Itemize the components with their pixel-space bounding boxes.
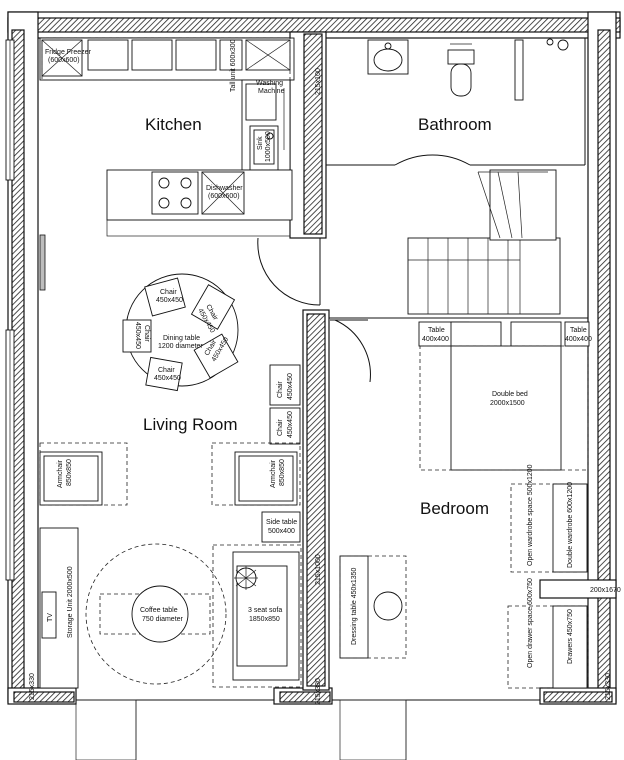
dim-215x330-left: 215x330 (29, 673, 36, 700)
dishwasher-size: (600x600) (208, 193, 240, 200)
dim-215x330-right: 215x330 (605, 673, 612, 700)
coffee-table-label: Coffee table (140, 607, 178, 614)
drawers-label: Drawers 450x750 (567, 609, 574, 664)
armchair-right-size: 850x850 (279, 459, 286, 486)
left-windows (5, 39, 46, 581)
dim-215x100: 215x100 (315, 68, 322, 95)
chair-top-size: 450x450 (156, 297, 183, 304)
table-right-size: 400x400 (565, 336, 592, 343)
open-drawer-label: Open drawer space 600x750 (527, 578, 534, 668)
dining-table-size: 1200 diameter (158, 343, 203, 350)
tv-label: TV (47, 613, 54, 622)
dressing-table-label: Dressing table 450x1350 (351, 567, 358, 645)
dining-set (122, 273, 239, 392)
chair-wall-1-label: Chair (277, 381, 284, 398)
sink-label: Sink (257, 136, 264, 150)
table-left-label: Table (428, 327, 445, 334)
storage-and-tv (39, 527, 79, 689)
washing-machine-label-2: Machine (258, 88, 285, 95)
double-bed-label: Double bed (492, 391, 528, 398)
fridge-freezer-label: Fridge Freezer (45, 49, 92, 56)
armchair-right-label: Armchair (270, 459, 277, 488)
chair-left-size: 450x450 (134, 322, 141, 349)
table-left-size: 400x400 (422, 336, 449, 343)
chair-top-label: Chair (160, 289, 177, 296)
table-right-label: Table (570, 327, 587, 334)
armchair-left-label: Armchair (57, 459, 64, 488)
bottom-openings (75, 699, 407, 760)
bathroom-label: Bathroom (418, 115, 492, 134)
dishwasher-label: Dishwasher (206, 185, 243, 192)
open-wardrobe-label: Open wardrobe space 500x1200 (527, 464, 534, 566)
kitchen-door (257, 237, 321, 306)
chair-wall-2-label: Chair (277, 419, 284, 436)
living-room-label: Living Room (143, 415, 238, 434)
side-table (261, 511, 301, 543)
side-table-label: Side table (266, 519, 297, 526)
chair-left-label: Chair (143, 325, 150, 342)
sofa-label: 3 seat sofa (248, 607, 282, 614)
sofa (212, 544, 302, 688)
storage-unit-label: Storage Unit 2000x500 (67, 566, 74, 638)
chair-bottom-label: Chair (158, 367, 175, 374)
chair-bottom-size: 450x450 (154, 375, 181, 382)
living-bedroom-door (330, 319, 371, 383)
dim-200x1670: 200x1670 (590, 587, 621, 594)
bathroom-door (394, 154, 471, 166)
wall-chairs (269, 364, 301, 445)
washing-machine-label: Washing (256, 80, 283, 87)
dim-215x1000: 215x1000 (315, 554, 322, 585)
double-wardrobe-label: Double wardrobe 600x1200 (567, 482, 574, 568)
double-bed-size: 2000x1500 (490, 400, 525, 407)
sofa-size: 1850x850 (249, 616, 280, 623)
side-table-size: 500x400 (268, 528, 295, 535)
sink-size: 1000x500 (265, 131, 272, 162)
chair-wall-2-size: 450x450 (287, 411, 294, 438)
bathroom-fixtures (367, 38, 569, 101)
chair-wall-1-size: 450x450 (287, 373, 294, 400)
bedroom-furniture (329, 317, 590, 689)
dining-table-label: Dining table (163, 335, 200, 342)
plant-icon (234, 566, 258, 590)
kitchen-label: Kitchen (145, 115, 202, 134)
interior-walls (289, 31, 617, 691)
armchairs (39, 442, 301, 506)
bedroom-label: Bedroom (420, 499, 489, 518)
dim-215x330-mid: 215x330 (315, 678, 322, 705)
fridge-freezer-size: (600x600) (48, 57, 80, 64)
kitchen-units (39, 37, 295, 237)
coffee-table-area (85, 543, 227, 685)
armchair-left-size: 850x850 (66, 459, 73, 486)
tall-unit-label: Tall unit 600x300 (230, 39, 237, 92)
coffee-table-size: 750 diameter (142, 616, 184, 623)
stairs (407, 169, 561, 315)
